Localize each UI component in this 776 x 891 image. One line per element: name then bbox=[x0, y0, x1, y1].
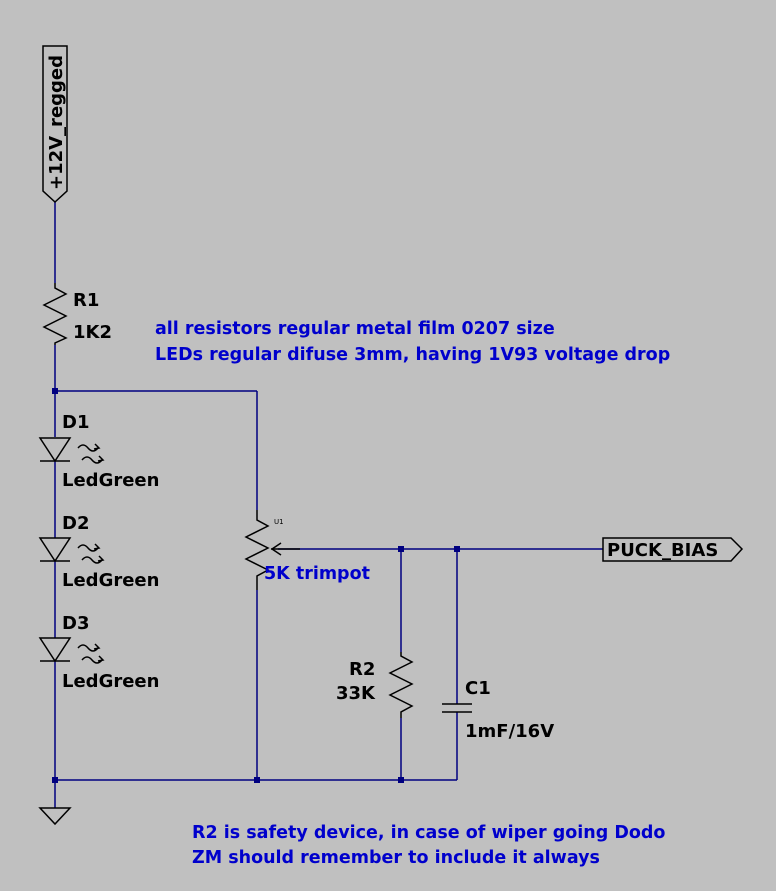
trimpot-u1: U1 5K trimpot bbox=[244, 510, 370, 590]
junction-dot bbox=[52, 777, 58, 783]
top-note-line2: LEDs regular difuse 3mm, having 1V93 vol… bbox=[155, 345, 670, 365]
junction-dot bbox=[398, 546, 404, 552]
ground-symbol bbox=[38, 807, 72, 826]
output-net-label-text: PUCK_BIAS bbox=[607, 540, 718, 561]
supply-net-label-text: +12V_regged bbox=[46, 55, 67, 190]
output-net-label: PUCK_BIAS bbox=[602, 537, 744, 562]
d2-ref: D2 bbox=[62, 513, 89, 534]
resistor-r1: R1 1K2 bbox=[42, 283, 112, 345]
r1-value: 1K2 bbox=[73, 322, 112, 343]
led-d2: D2 LedGreen bbox=[38, 513, 159, 591]
top-note-line1: all resistors regular metal film 0207 si… bbox=[155, 319, 555, 339]
d1-value: LedGreen bbox=[62, 470, 159, 491]
d1-ref: D1 bbox=[62, 412, 89, 433]
u1-value: 5K trimpot bbox=[264, 564, 370, 584]
r2-value: 33K bbox=[336, 683, 376, 704]
led-d3: D3 LedGreen bbox=[38, 613, 159, 692]
d2-value: LedGreen bbox=[62, 570, 159, 591]
r1-ref: R1 bbox=[73, 290, 99, 311]
junction-dot bbox=[454, 546, 460, 552]
wires bbox=[54, 202, 603, 808]
top-note: all resistors regular metal film 0207 si… bbox=[155, 319, 670, 365]
led-d1: D1 LedGreen bbox=[38, 412, 159, 491]
u1-ref: U1 bbox=[274, 518, 284, 526]
bottom-note: R2 is safety device, in case of wiper go… bbox=[192, 823, 665, 868]
junctions bbox=[52, 388, 460, 783]
c1-ref: C1 bbox=[465, 678, 491, 699]
resistor-r2: R2 33K bbox=[336, 652, 414, 718]
junction-dot bbox=[254, 777, 260, 783]
d3-value: LedGreen bbox=[62, 671, 159, 692]
junction-dot bbox=[398, 777, 404, 783]
bottom-note-line2: ZM should remember to include it always bbox=[192, 848, 600, 868]
r2-ref: R2 bbox=[349, 659, 375, 680]
c1-value: 1mF/16V bbox=[465, 721, 554, 742]
supply-net-label: +12V_regged bbox=[42, 45, 68, 204]
d3-ref: D3 bbox=[62, 613, 89, 634]
junction-dot bbox=[52, 388, 58, 394]
capacitor-c1: C1 1mF/16V bbox=[442, 678, 554, 742]
bottom-note-line1: R2 is safety device, in case of wiper go… bbox=[192, 823, 665, 843]
